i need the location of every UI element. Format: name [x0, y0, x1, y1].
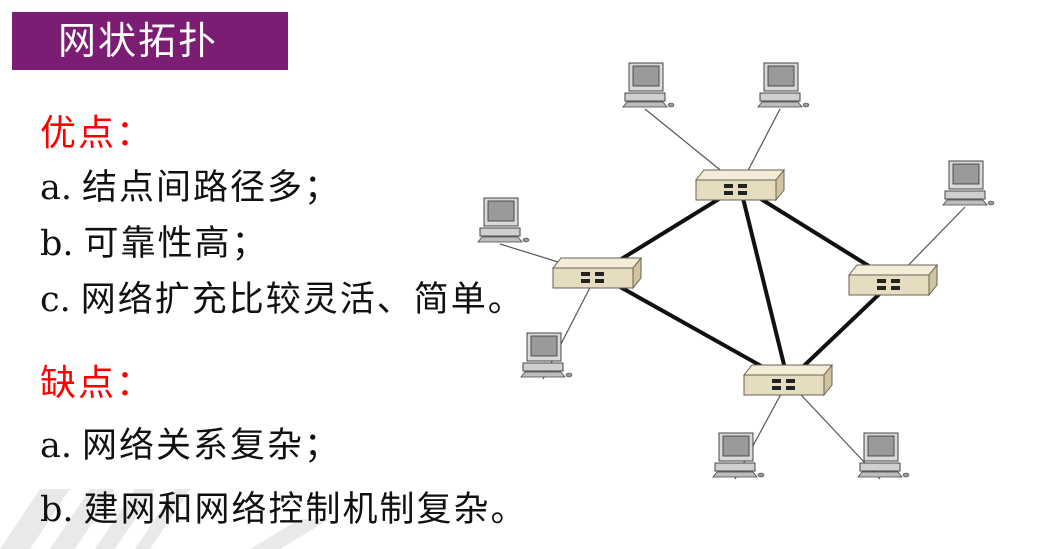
cons-item: b.建网和网络控制机制复杂。 [40, 488, 528, 532]
pros-item-label: b. [40, 224, 74, 264]
pros-item-text: 结点间路径多； [82, 168, 342, 208]
switch-icon-bottom [742, 363, 834, 397]
computer-icon [857, 432, 910, 478]
pros-item: a.结点间路径多； [40, 166, 341, 210]
pros-item-text: 网络扩充比较灵活、简单。 [80, 280, 525, 320]
pros-heading: 优点： [40, 113, 155, 154]
cons-item-text: 网络关系复杂； [82, 426, 342, 466]
pros-item: b.可靠性高； [40, 222, 269, 266]
trunk-link [738, 184, 790, 383]
computer-icon [477, 197, 530, 243]
pros-item: c.网络扩充比较灵活、简单。 [40, 278, 525, 322]
computer-icon [942, 160, 995, 206]
cons-item-label: b. [40, 490, 74, 530]
trunk-link [595, 272, 790, 383]
cons-item: a.网络关系复杂； [40, 424, 341, 468]
computer-icon [712, 432, 765, 478]
computer-icon [520, 332, 573, 378]
pros-item-text: 可靠性高； [83, 224, 269, 264]
switch-icon-left [551, 256, 643, 290]
mesh-topology-diagram [477, 62, 995, 480]
trunk-link [786, 279, 895, 383]
switch-icon-right [847, 263, 939, 297]
computer-icon [622, 62, 675, 108]
pros-item-label: c. [40, 280, 71, 320]
pros-item-label: a. [40, 168, 72, 208]
cons-heading: 缺点： [40, 363, 155, 404]
computer-icon [757, 62, 810, 108]
cons-item-text: 建网和网络控制机制复杂。 [83, 490, 528, 530]
cons-item-label: a. [40, 426, 72, 466]
slide-title: 网状拓扑 [12, 12, 288, 70]
switch-icon-top [694, 168, 786, 202]
decorative-stripes [0, 489, 330, 549]
